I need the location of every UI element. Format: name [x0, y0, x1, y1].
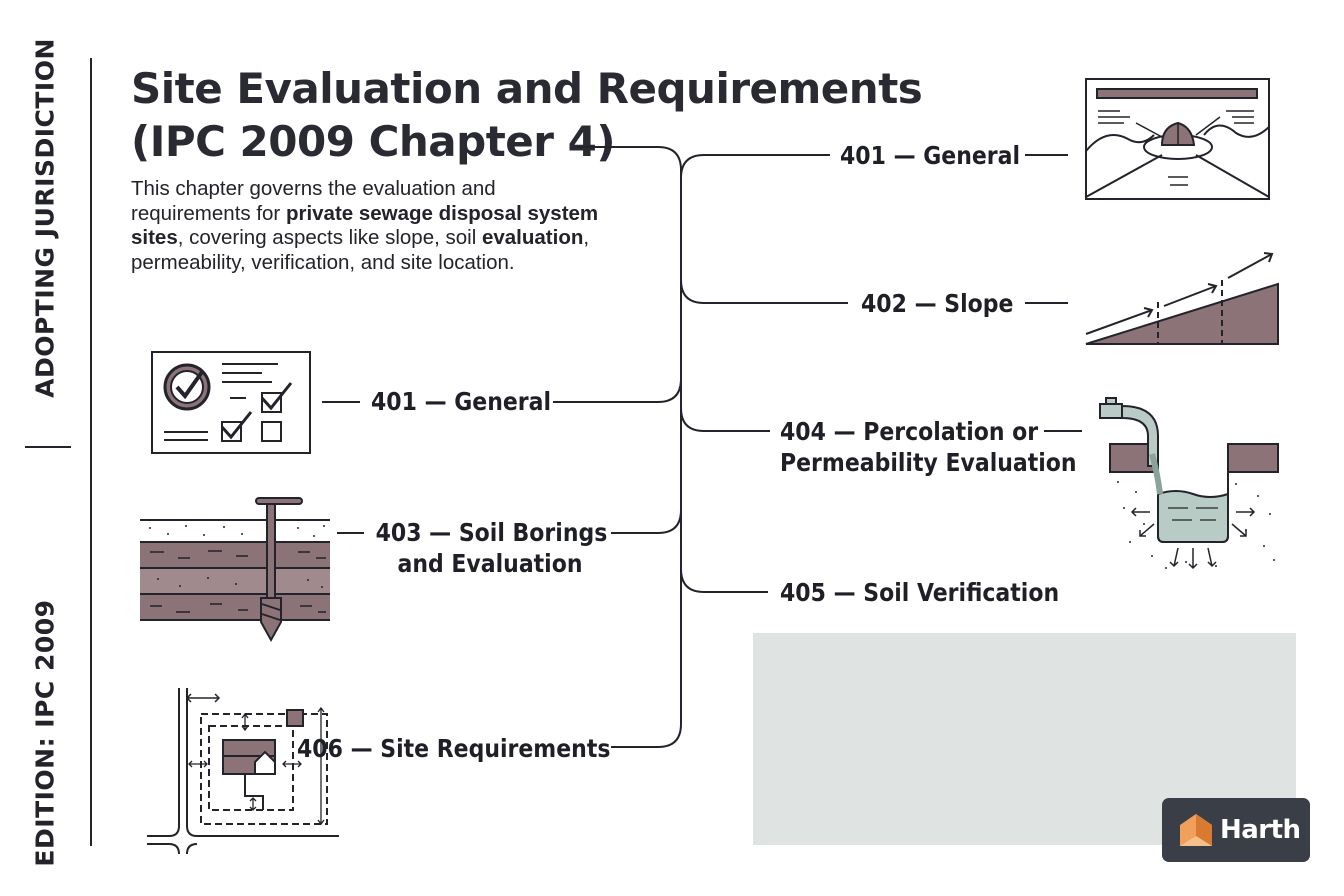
section-403-line-1: 403 — Soil Borings [375, 518, 608, 547]
intro-emphasis-1: private sewage disposal system sites [131, 201, 599, 250]
section-404-percolation: 404 — Percolation or Permeability Evalua… [780, 416, 1077, 478]
intro-emphasis-2: evaluation [481, 226, 584, 249]
page-title: Site Evaluation and Requirements (IPC 20… [131, 62, 923, 168]
checklist-icon [151, 351, 311, 454]
section-405-soil-verification: 405 — Soil Verification [780, 578, 1060, 607]
percolation-test-icon [1099, 397, 1279, 570]
intro-text-2: , covering aspects like slope, soil [177, 226, 482, 249]
intro-paragraph: This chapter governs the evaluation and … [131, 177, 601, 275]
section-404-line-1: 404 — Percolation or [780, 417, 1039, 446]
site-plan-icon [147, 688, 339, 855]
sidebar-divider [90, 58, 92, 846]
brand-logo: Harth [1162, 798, 1310, 862]
section-401-general-right: 401 — General [840, 141, 1021, 170]
section-406-site-requirements: 406 — Site Requirements [297, 734, 611, 763]
section-402-slope: 402 — Slope [861, 289, 1014, 318]
section-403-soil-borings: 403 — Soil Borings and Evaluation [375, 517, 608, 579]
page-title-line-2: (IPC 2009 Chapter 4) [131, 117, 616, 166]
sidebar-tick-divider [25, 446, 71, 448]
section-403-line-2: and Evaluation [397, 549, 583, 578]
page-title-line-1: Site Evaluation and Requirements [131, 64, 923, 113]
brand-name: Harth [1220, 815, 1301, 845]
soil-auger-icon [140, 497, 330, 643]
landscape-map-icon [1085, 78, 1270, 200]
intro-text-3: , permeability, verification, and site l… [131, 226, 590, 274]
slope-icon [1085, 252, 1279, 345]
harth-logo-icon [1180, 814, 1212, 846]
section-404-line-2: Permeability Evaluation [780, 448, 1077, 477]
intro-text-1: This chapter governs the evaluation and … [131, 177, 496, 225]
section-401-general-left: 401 — General [371, 387, 552, 416]
